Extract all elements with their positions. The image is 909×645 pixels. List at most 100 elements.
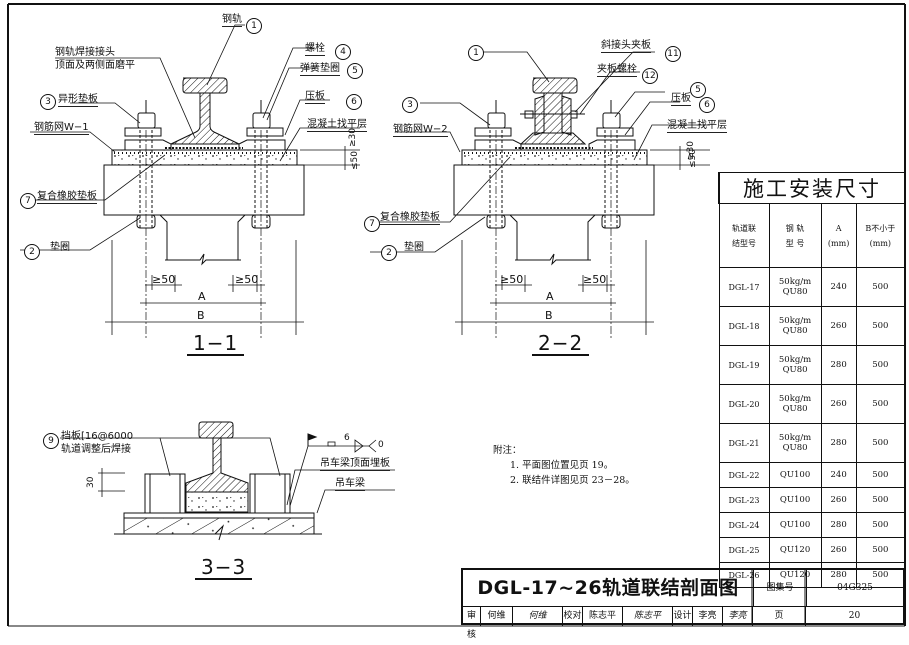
label-leveling-layer-2: 混凝土找平层 [667, 120, 727, 133]
mark-bolt: 4 [335, 44, 351, 60]
drawing-sheet [7, 3, 906, 627]
dim-a: A [198, 290, 206, 303]
col-header-b: B不小于(mm) [855, 203, 906, 268]
label-splice-bolt: 夹板螺栓 [597, 64, 637, 77]
mark-special-pad-2: 3 [402, 97, 418, 113]
label-washer: 垫圈 [50, 242, 70, 253]
cell-model: DGL-24 [718, 512, 770, 538]
label-splice-plate: 斜接头夹板 [601, 40, 651, 53]
rail-type-line: QU80 [782, 404, 808, 414]
cell-b: 500 [855, 384, 906, 424]
mark-splice-bolt: 12 [642, 68, 658, 84]
page-number: 20 [848, 611, 861, 621]
label-rubber-pad-2: 复合橡胶垫板 [380, 212, 440, 225]
rail-head [182, 77, 228, 94]
rail-type-line: QU80 [782, 443, 808, 453]
drawing-title: DGL-17~26轨道联结剖面图 [477, 577, 739, 599]
label-leveling-layer: 混凝土找平层 [307, 119, 367, 132]
cell-b: 500 [855, 306, 906, 346]
table-caption: 施工安装尺寸 [718, 172, 905, 204]
sheet-frame [7, 3, 906, 627]
nut-right [252, 112, 271, 129]
cell-model: DGL-25 [718, 537, 770, 563]
cell-model: DGL-19 [718, 345, 770, 385]
dim-b: B [197, 309, 205, 322]
special-pad-left [124, 139, 172, 151]
rail-type-line: 50kg/m [778, 355, 812, 365]
atlas-number-label: 图集号 [753, 570, 806, 606]
cell-a: 240 [820, 267, 857, 307]
dim-min-edge-left: ≥50 [152, 273, 176, 286]
cell-model: DGL-17 [718, 267, 770, 307]
mark-pressure-plate: 6 [346, 94, 362, 110]
cell-a: 260 [820, 537, 857, 563]
section-3-3-drawing [60, 421, 395, 541]
mark-rubber-pad: 7 [20, 193, 36, 209]
label-weld-joint-line1: 钢轨焊接接头 [55, 47, 115, 58]
cell-b: 500 [855, 345, 906, 385]
design-name: 李亮 [693, 607, 723, 626]
rail-web [170, 92, 240, 145]
dim-weld-size: 6 [344, 433, 350, 443]
rail-type-line: QU100 [779, 470, 811, 480]
mark-stop-plate: 9 [43, 433, 59, 449]
label-mesh-2: 钢筋网W−2 [393, 124, 448, 137]
cell-a: 280 [820, 562, 857, 588]
cell-model: DGL-21 [718, 423, 770, 463]
note-item-2: 2. 联结件详图见页 23－28。 [510, 475, 635, 486]
dim-height-30: 30 [86, 476, 96, 488]
dim-a-2: A [546, 290, 554, 303]
pressure-plate-right [246, 127, 284, 137]
weld-flag [307, 433, 318, 446]
rail-type-line: QU100 [779, 520, 811, 530]
mark-splice-plate: 11 [665, 46, 681, 62]
cell-model: DGL-20 [718, 384, 770, 424]
cell-model: DGL-23 [718, 487, 770, 513]
col-header-rail: 钢 轨型 号 [768, 203, 822, 268]
label-spring-washer: 弹簧垫圈 [300, 63, 340, 76]
special-pad-right [238, 139, 286, 151]
review-signature: 何维 [513, 607, 563, 626]
cell-rail-type: QU100 [768, 512, 822, 538]
mark-pressure-plate-2: 6 [699, 97, 715, 113]
rail-type-line: 50kg/m [778, 316, 812, 326]
section-title-2-2: 2−2 [532, 332, 590, 356]
cell-model: DGL-26 [718, 562, 770, 588]
beam-flange [103, 164, 305, 216]
title-block-signature-row: 审核 何维 何维 校对 陈志平 陈志平 设计 李亮 李亮 页 20 [463, 606, 903, 640]
dim-min-edge-right-2: ≥50 [583, 273, 607, 286]
atlas-number: 04G325 [806, 570, 903, 606]
cell-a: 280 [820, 512, 857, 538]
cell-b: 500 [855, 487, 906, 513]
label-pressure-plate: 压板 [305, 91, 325, 104]
section-title-3-3: 3−3 [195, 556, 253, 580]
label-weld-joint-line2: 顶面及两侧面磨平 [55, 60, 135, 71]
label-washer-2: 垫圈 [404, 242, 424, 253]
page-label: 页 [753, 607, 806, 626]
cell-rail-type: QU100 [768, 487, 822, 513]
mark-washer-2: 2 [381, 245, 397, 261]
check-name: 陈志平 [583, 607, 623, 626]
label-pressure-plate-2: 压板 [671, 93, 691, 106]
cell-model: DGL-22 [718, 462, 770, 488]
cell-b: 500 [855, 562, 906, 588]
rail-type-line: QU80 [782, 287, 808, 297]
rail-type-line: QU80 [782, 326, 808, 336]
label-stop-plate-line2: 轨道调整后焊接 [61, 444, 131, 455]
cell-b: 500 [855, 512, 906, 538]
cell-a: 260 [820, 306, 857, 346]
cell-b: 500 [855, 267, 906, 307]
mark-rail: 1 [246, 18, 262, 34]
mark-washer: 2 [24, 244, 40, 260]
rail-type-line: 50kg/m [778, 433, 812, 443]
cell-a: 260 [820, 487, 857, 513]
cell-b: 500 [855, 423, 906, 463]
